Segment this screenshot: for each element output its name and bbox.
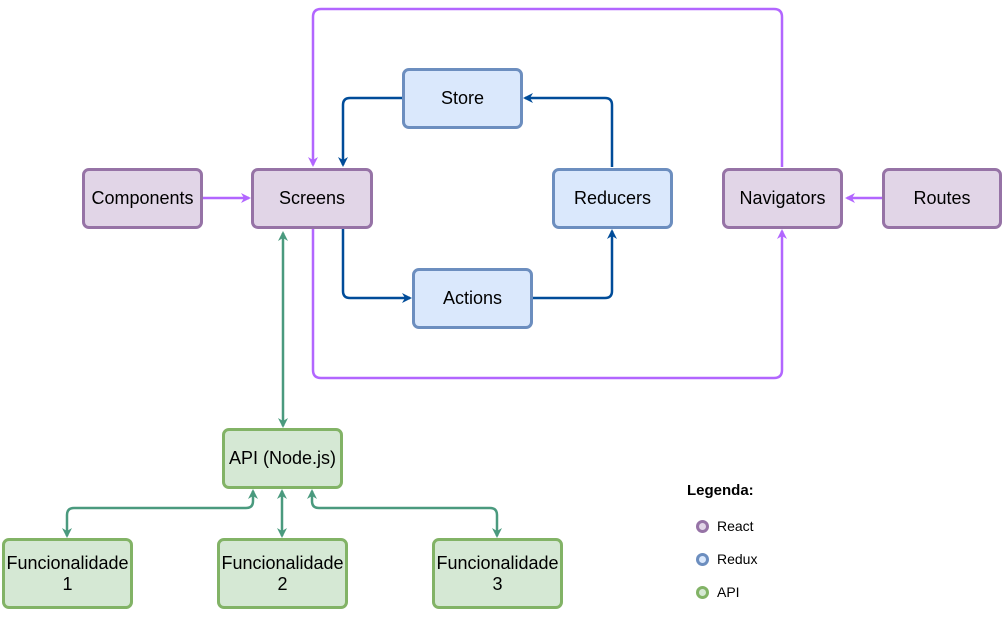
- node-components: Components: [82, 168, 203, 229]
- edge-store-screens: [338, 96, 402, 167]
- node-store: Store: [402, 68, 523, 129]
- node-func1: Funcionalidade 1: [2, 538, 133, 609]
- node-func3: Funcionalidade 3: [432, 538, 563, 609]
- edge-screens-navigators-bottom: [311, 229, 787, 380]
- node-screens: Screens: [251, 168, 373, 229]
- legend-label-api: API: [717, 584, 740, 600]
- legend-dot-api: [696, 585, 709, 599]
- legend-title: Legenda:: [687, 482, 754, 499]
- legend-item-react: React: [696, 518, 754, 534]
- legend-label-react: React: [717, 518, 754, 534]
- edge-actions-reducers: [533, 229, 617, 300]
- legend-item-redux: Redux: [696, 551, 757, 567]
- legend-label-redux: Redux: [717, 551, 758, 567]
- edge-navigators-screens-top: [308, 7, 784, 167]
- edge-reducers-store: [523, 93, 614, 167]
- node-api: API (Node.js): [222, 428, 343, 489]
- legend-dot-react: [696, 519, 709, 533]
- node-func2: Funcionalidade 2: [217, 538, 348, 609]
- node-reducers: Reducers: [552, 168, 673, 229]
- legend-dot-redux: [696, 552, 709, 566]
- node-routes: Routes: [882, 168, 1002, 229]
- edge-screens-actions: [341, 229, 412, 303]
- node-actions: Actions: [412, 268, 533, 329]
- edge-api-func3: [307, 489, 502, 538]
- node-navigators: Navigators: [722, 168, 843, 229]
- legend-item-api: API: [696, 584, 740, 600]
- edge-api-func1: [62, 489, 258, 538]
